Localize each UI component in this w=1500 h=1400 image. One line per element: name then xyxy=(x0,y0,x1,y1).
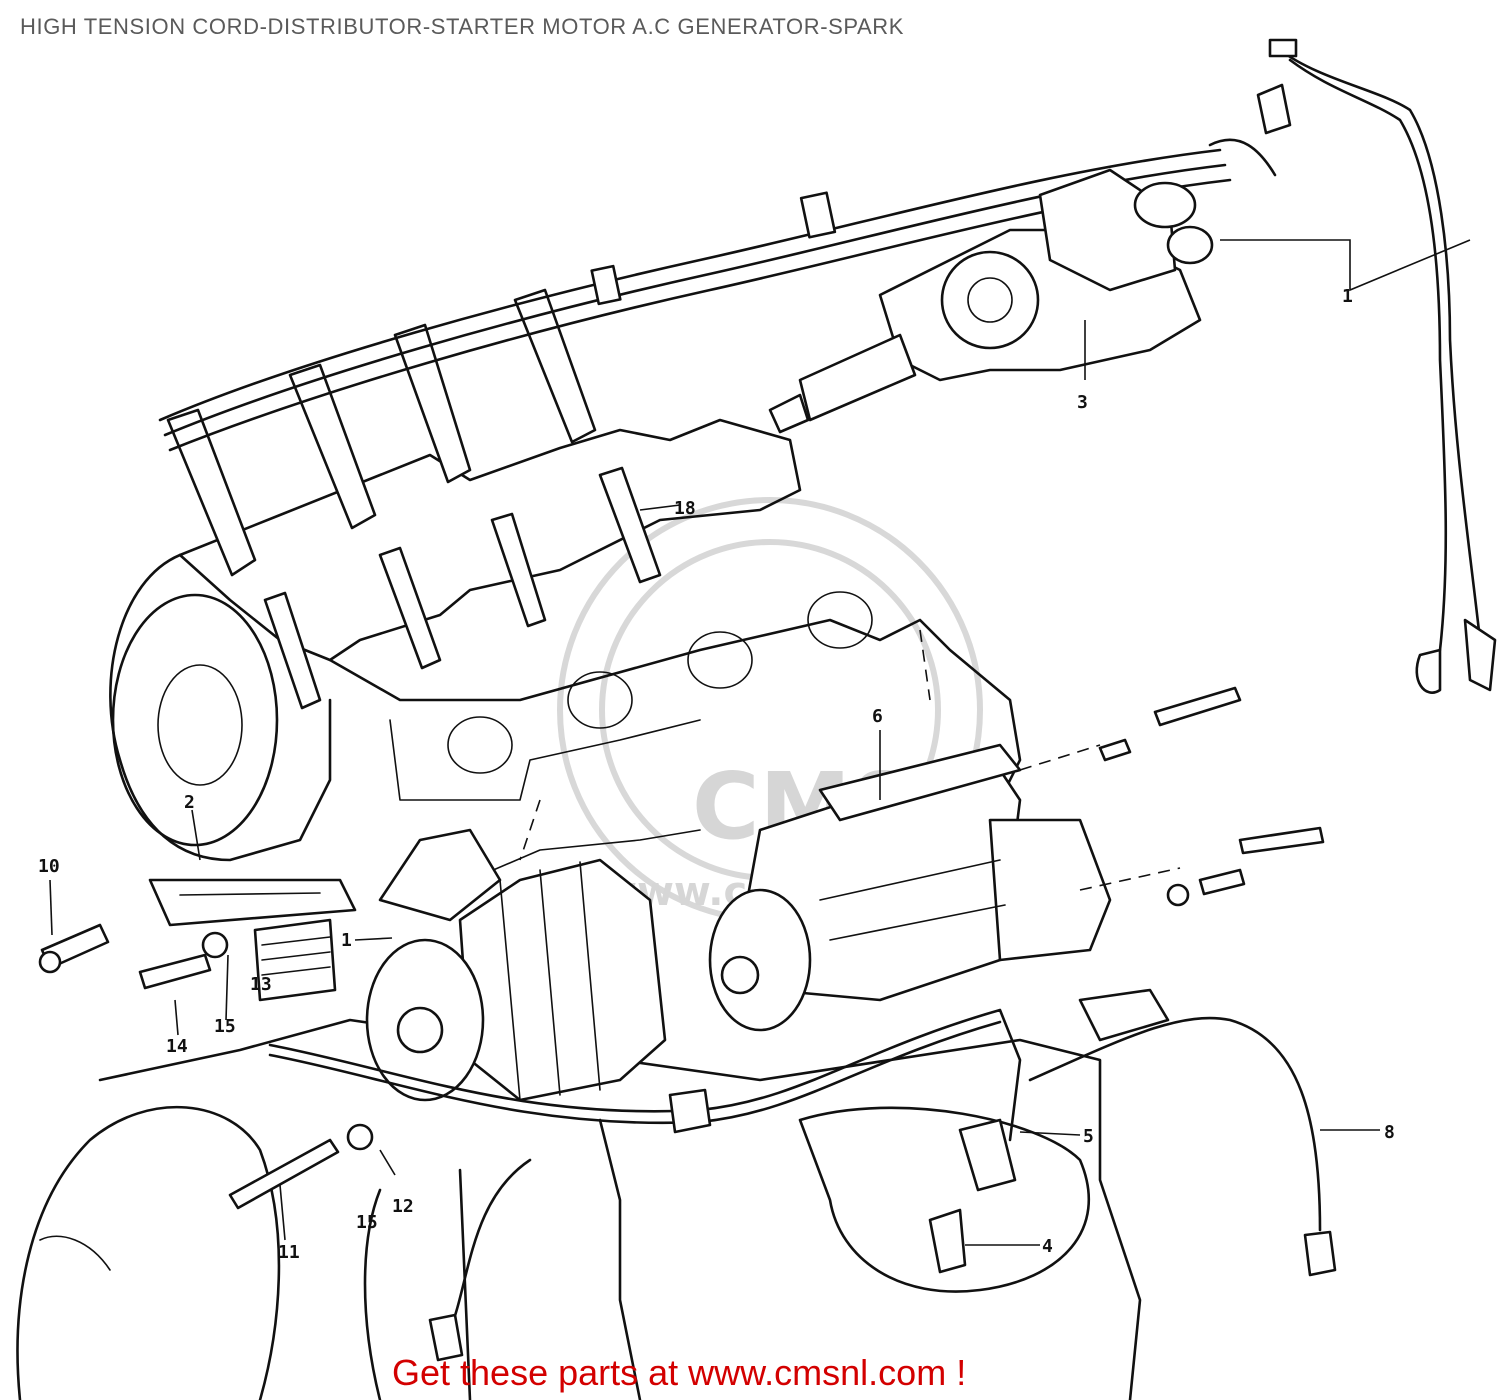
callout-4: 4 xyxy=(1042,1236,1053,1257)
callout-10: 10 xyxy=(38,856,60,877)
distributor xyxy=(768,168,1214,434)
reference-lines xyxy=(519,629,1181,891)
callout-3: 3 xyxy=(1077,392,1088,413)
engine-block xyxy=(16,418,1142,1400)
callout-1-left: 1 xyxy=(341,930,352,951)
callout-1-top: 1 xyxy=(1342,286,1353,307)
callout-8: 8 xyxy=(1384,1122,1395,1143)
callout-5: 5 xyxy=(1083,1126,1094,1147)
callout-15-upper: 15 xyxy=(214,1016,236,1037)
callout-15-lower: 15 xyxy=(356,1212,378,1233)
callout-11: 11 xyxy=(278,1242,300,1263)
callout-6: 6 xyxy=(872,706,883,727)
mounting-bracket xyxy=(148,878,357,1002)
callout-18: 18 xyxy=(674,498,696,519)
callout-12: 12 xyxy=(392,1196,414,1217)
bolts xyxy=(38,686,1325,1210)
diagram-title: HIGH TENSION CORD-DISTRIBUTOR-STARTER MO… xyxy=(20,14,905,39)
footer-link[interactable]: Get these parts at www.cmsnl.com ! xyxy=(392,1352,967,1393)
callout-2: 2 xyxy=(184,792,195,813)
starter-motor xyxy=(708,743,1112,1032)
alternator xyxy=(365,828,667,1102)
callout-labels: 1 3 18 6 2 10 1 13 15 14 5 8 12 15 11 4 xyxy=(38,286,1395,1263)
callout-13: 13 xyxy=(250,974,272,995)
spark-plugs xyxy=(263,466,662,710)
leader-lines xyxy=(49,239,1471,1246)
callout-14: 14 xyxy=(166,1036,188,1057)
spark-plug-caps xyxy=(166,288,597,577)
wiring-harness xyxy=(268,988,1337,1362)
